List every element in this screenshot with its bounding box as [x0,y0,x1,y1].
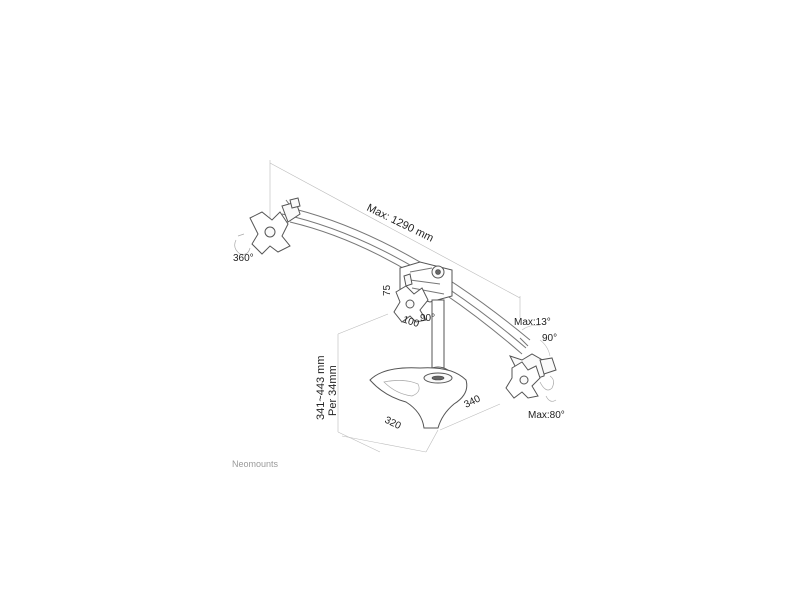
tilt-arcs [521,325,551,357]
base-dimensions [337,313,501,453]
center-swivel-label: 90° [420,313,435,324]
base-depth-label: 340 [462,393,482,410]
tilt-up-label: Max:13° [514,317,551,328]
height-range-label: 341~443 mm [315,355,327,420]
vesa-75-label: 75 [382,284,393,296]
right-swivel-label: 90° [542,333,557,344]
base-width-label: 320 [383,415,403,432]
brand-logo: Neomounts [232,459,279,469]
height-step-label: Per 34mm [327,365,339,416]
rotation-label: 360° [233,253,254,264]
stand-base [369,367,468,429]
width-dimension [269,160,521,318]
tilt-down-label: Max:80° [528,410,565,421]
right-vesa-plate [505,353,557,402]
center-hub [399,261,453,303]
vesa-100-label: 100 [401,314,421,330]
left-vesa-plate [234,197,301,255]
center-vesa-plate [393,285,429,323]
